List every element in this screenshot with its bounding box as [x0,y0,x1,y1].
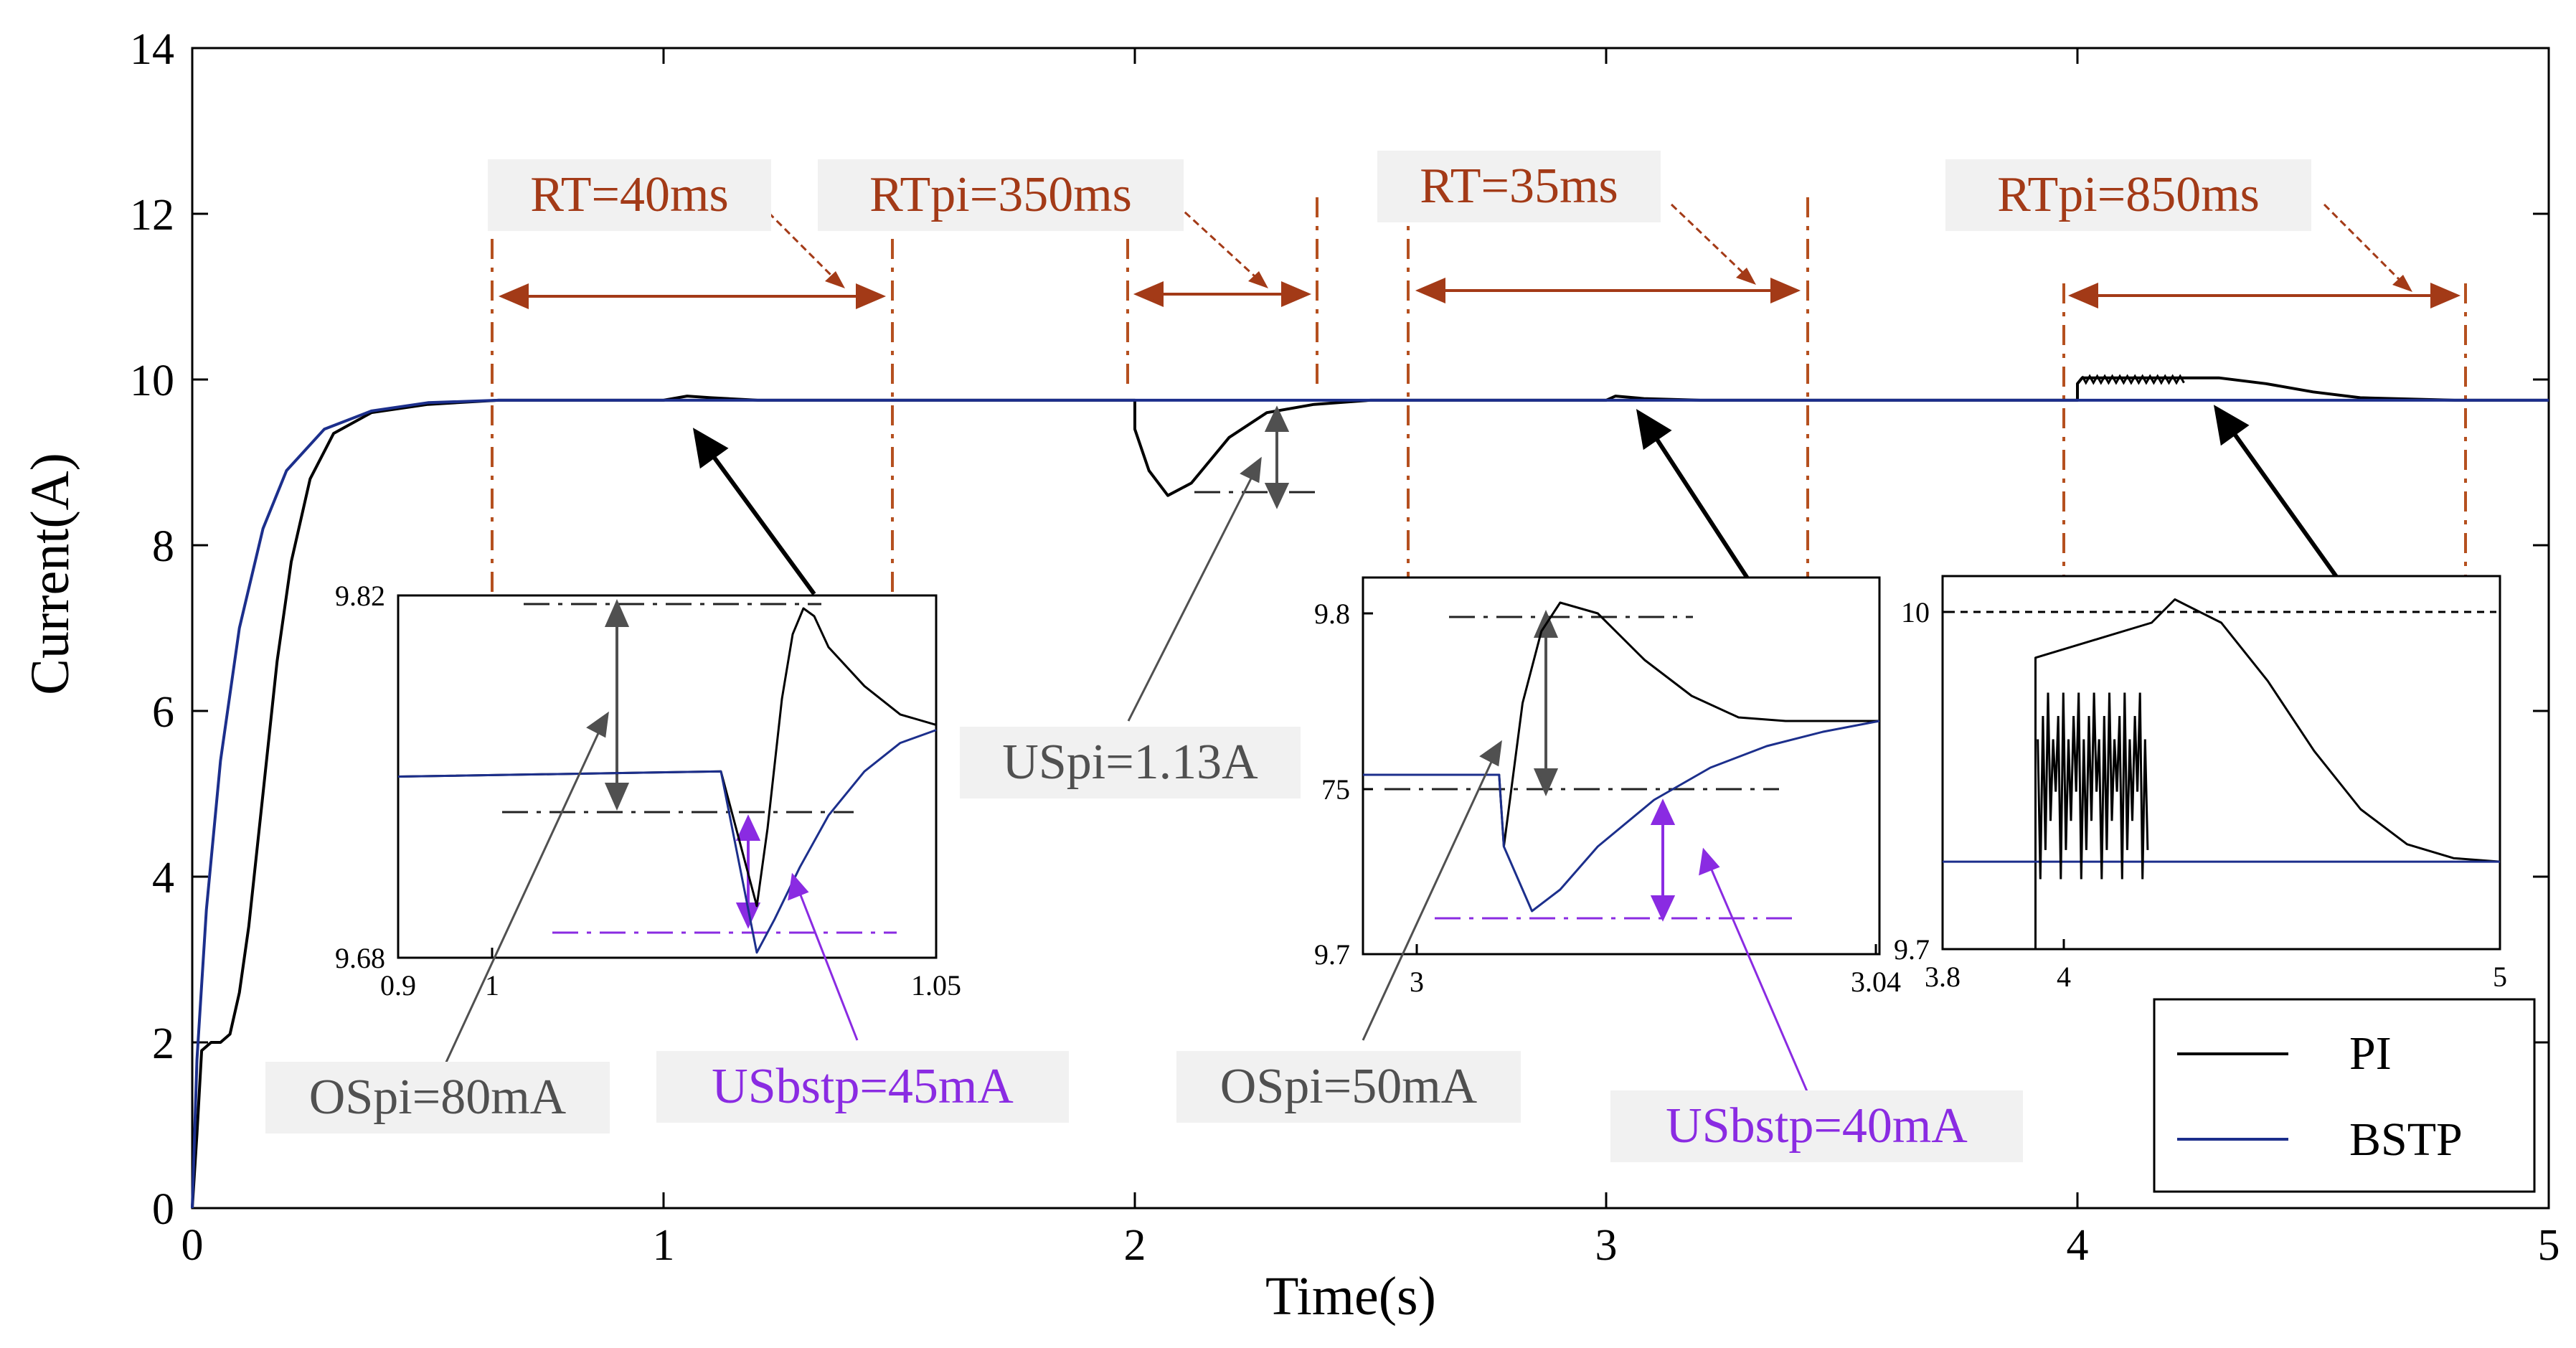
uspi-arrow [1194,405,1320,509]
x-tick-label: 1 [653,1221,675,1270]
x-tick-label: 3 [1595,1221,1618,1270]
inset-1-line-bstp [397,729,937,954]
annotation-label: OSpi=80mA [309,1070,567,1125]
y-tick-label: 4 [152,854,174,902]
inset-2-line-bstp [1363,720,1880,913]
annotation-pointers-purple [788,847,1813,1102]
legend-label-bstp: BSTP [2349,1113,2463,1166]
annotation-label: RT=40ms [530,167,728,222]
inset-1-line-pi [397,607,937,908]
main-series [191,374,2549,1209]
annotation-label: RT=35ms [1420,159,1618,214]
annotation-label: OSpi=50mA [1220,1059,1478,1114]
y-tick-label: 0 [152,1185,174,1234]
annotation-pointers [438,456,1502,1077]
inset-y-tick-label: 75 [1321,773,1350,806]
plot-area [191,47,2550,1210]
annotation-box [656,1051,1069,1123]
inset-x-tick-label: 1 [485,969,499,1001]
annotation-label: RTpi=350ms [869,167,1132,222]
inset-3: 3.8 4 5 9.7 10 [1894,575,2507,993]
annotation-box [1176,1051,1521,1123]
inset-x-tick-label: 4 [2057,961,2071,993]
inset-y-tick-label: 9.82 [335,580,385,612]
annotation-box [1945,159,2311,231]
inset-pointer-arrows [692,405,2362,611]
inset-3-line-pi-oscillation [2037,692,2149,880]
inset-3-line-pi [2034,598,2501,949]
y-axis-label: Current(A) [20,453,80,695]
inset-y-tick-label: 9.68 [335,942,385,974]
y-tick-label: 8 [152,522,174,571]
annotation-label: USpi=1.13A [1002,735,1258,790]
y-tick-label: 12 [130,191,174,240]
x-tick-label: 0 [181,1221,204,1270]
annotation-box [488,159,771,231]
annotation-box [265,1062,610,1133]
y-tick-label: 2 [152,1019,174,1068]
annotation-box [1610,1090,2023,1162]
inset-x-tick-label: 0.9 [380,969,416,1001]
inset-x-tick-label: 3.04 [1851,966,1901,998]
annotation-label: USbstp=40mA [1666,1098,1968,1154]
annotation-box [1377,151,1661,222]
inset-y-tick-label: 10 [1901,596,1930,628]
x-tick-label: 4 [2067,1221,2089,1270]
y-tick-label: 6 [152,688,174,737]
annotation-box [818,159,1184,231]
response-time-arrows [498,277,2461,310]
annotation-box [960,727,1301,798]
inset-y-tick-label: 9.7 [1894,933,1930,966]
inset-x-tick-label: 1.05 [911,969,961,1001]
label-pointer-heads [825,268,2412,292]
annotation-label: USbstp=45mA [712,1059,1014,1114]
inset-y-tick-label: 9.8 [1314,598,1350,630]
inset-2: 3 3.04 9.7 75 9.8 [1314,576,1901,998]
inset-y-tick-label: 9.7 [1314,938,1350,971]
x-axis-label: Time(s) [1265,1266,1436,1326]
inset-x-tick-label: 3 [1410,966,1424,998]
annotation-label: RTpi=850ms [1997,167,2260,222]
series-line-bstp [191,398,2549,1209]
legend: PI BSTP [2153,998,2536,1193]
x-tick-label: 5 [2538,1221,2560,1270]
inset-x-tick-label: 5 [2493,961,2507,993]
label-pointers [759,203,2408,288]
inset-1: 0.9 1 1.05 9.68 9.82 [335,580,961,1001]
x-tick-label: 2 [1124,1221,1146,1270]
legend-label-pi: PI [2349,1027,2392,1080]
y-tick-label: 10 [130,357,174,405]
annotations: RT=40ms RTpi=350ms RT=35ms RTpi=850msOSpi=8… [265,151,2311,1162]
inset-x-tick-label: 3.8 [1925,961,1961,993]
series-line-pi-oscillation [2081,374,2185,385]
y-tick-label: 14 [130,25,174,74]
